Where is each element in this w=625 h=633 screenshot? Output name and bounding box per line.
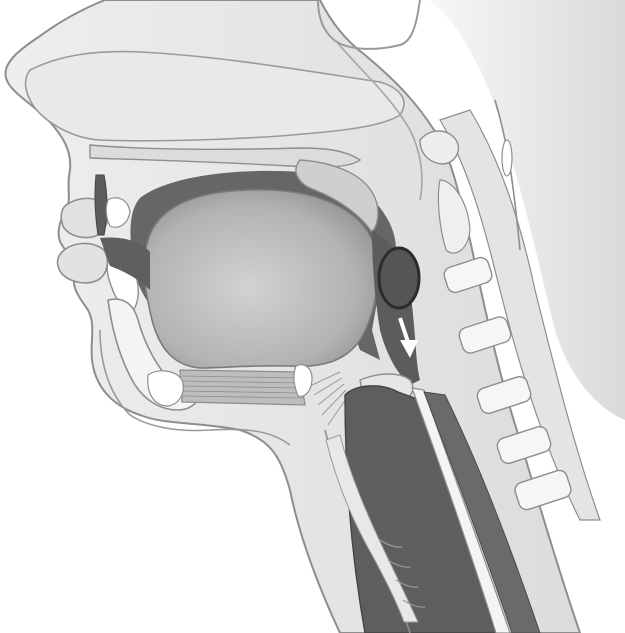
upper-incisor bbox=[95, 175, 107, 235]
bolus bbox=[379, 248, 419, 308]
lower-lip bbox=[58, 243, 108, 282]
tongue bbox=[144, 190, 377, 368]
vertebral-foramen bbox=[502, 140, 512, 176]
